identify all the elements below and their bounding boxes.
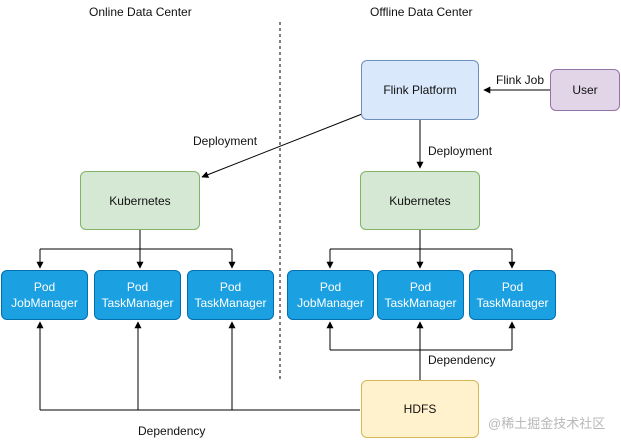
edge-hdfs-to-online-pods bbox=[36, 321, 360, 411]
pod-line2: TaskManager bbox=[384, 296, 457, 310]
kubernetes-online-node[interactable]: Kubernetes bbox=[80, 171, 200, 230]
hdfs-node[interactable]: HDFS bbox=[361, 380, 479, 438]
zone-title-offline: Offline Data Center bbox=[370, 5, 473, 19]
zone-title-online: Online Data Center bbox=[89, 5, 192, 19]
kubernetes-offline-node[interactable]: Kubernetes bbox=[360, 171, 480, 230]
kubernetes-online-label: Kubernetes bbox=[109, 193, 171, 208]
edge-k8s-online-to-pods bbox=[36, 230, 236, 269]
edge-label-dependency-online: Dependency bbox=[138, 424, 206, 438]
edge-label-flink-job: Flink Job bbox=[496, 73, 545, 87]
pod-offline-jobmanager[interactable]: Pod JobManager bbox=[287, 270, 374, 320]
flink-platform-label: Flink Platform bbox=[383, 83, 457, 97]
edge-label-deployment-online: Deployment bbox=[193, 134, 258, 148]
edge-hdfs-to-offline-pods bbox=[326, 321, 516, 380]
pod-line1: Pod bbox=[126, 280, 149, 294]
pod-line2: TaskManager bbox=[194, 296, 267, 310]
watermark: @稀土掘金技术社区 bbox=[488, 416, 606, 431]
pod-line1: Pod bbox=[409, 280, 432, 294]
pod-line2: JobManager bbox=[297, 296, 364, 310]
pod-online-taskmanager-2[interactable]: Pod TaskManager bbox=[187, 270, 274, 320]
edge-k8s-offline-to-pods bbox=[326, 230, 516, 269]
edge-label-deployment-offline: Deployment bbox=[428, 144, 493, 158]
pod-line1: Pod bbox=[33, 280, 56, 294]
pod-line2: JobManager bbox=[11, 296, 78, 310]
user-node[interactable]: User bbox=[550, 69, 620, 111]
pod-online-taskmanager-1[interactable]: Pod TaskManager bbox=[94, 270, 181, 320]
user-label: User bbox=[572, 83, 598, 97]
edge-label-dependency-offline: Dependency bbox=[428, 353, 496, 367]
pod-line1: Pod bbox=[319, 280, 342, 294]
pod-online-jobmanager[interactable]: Pod JobManager bbox=[1, 270, 88, 320]
flink-platform-node[interactable]: Flink Platform bbox=[361, 60, 479, 120]
hdfs-label: HDFS bbox=[403, 402, 437, 416]
pod-offline-taskmanager-1[interactable]: Pod TaskManager bbox=[377, 270, 464, 320]
kubernetes-offline-label: Kubernetes bbox=[389, 193, 451, 208]
pod-line2: TaskManager bbox=[101, 296, 174, 310]
pod-line1: Pod bbox=[501, 280, 524, 294]
pod-line2: TaskManager bbox=[476, 296, 549, 310]
pod-offline-taskmanager-2[interactable]: Pod TaskManager bbox=[469, 270, 556, 320]
edge-flink-to-k8s-online bbox=[201, 113, 363, 178]
pod-line1: Pod bbox=[219, 280, 242, 294]
